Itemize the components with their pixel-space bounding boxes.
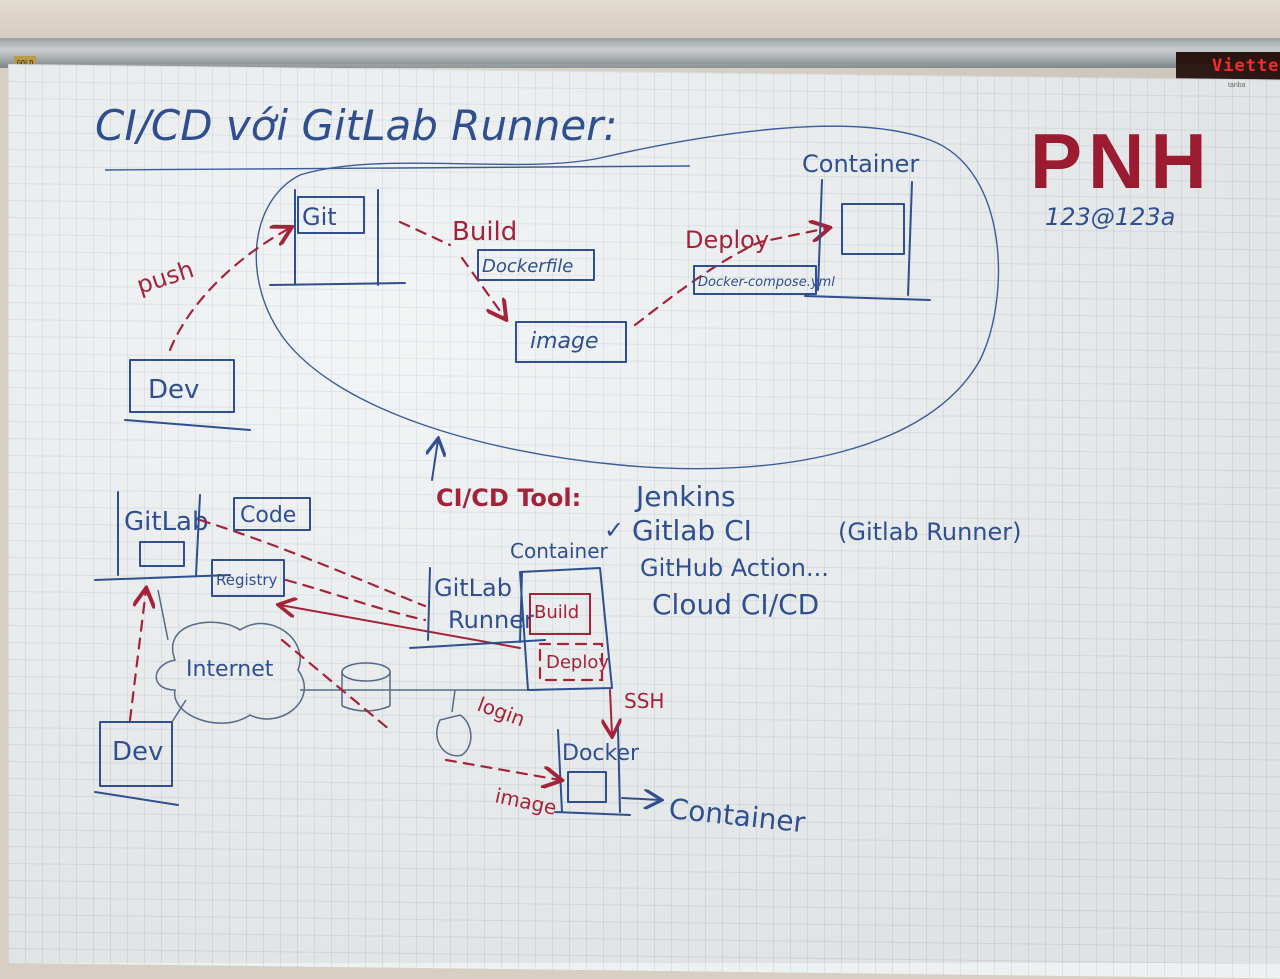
pipeline-boundary: [255, 125, 1000, 470]
deploy-label-top: Deploy: [685, 226, 769, 254]
board-brand-label: tanba: [1228, 82, 1246, 89]
runner-label-1: GitLab: [434, 574, 512, 602]
runner-container: [519, 567, 613, 691]
mouse-device: [436, 714, 472, 757]
gitlab-screen-icon: [139, 541, 185, 567]
docker-screen-icon: [567, 771, 607, 803]
docker-label: Docker: [562, 741, 640, 766]
build-label-bottom: Build: [534, 602, 579, 623]
container-server: [804, 179, 931, 301]
push-arrow: [168, 228, 290, 352]
container-inner-box: [841, 203, 905, 255]
registry-label: Registry: [216, 571, 278, 589]
tool-cloud-cicd: Cloud CI/CD: [652, 588, 819, 621]
registry-box: [211, 559, 285, 597]
deploy-label-bottom: Deploy: [546, 652, 609, 673]
gitlab-runner-link: [198, 518, 427, 608]
runner-to-registry-arrow: [280, 605, 521, 649]
push-label: push: [133, 255, 197, 300]
pnh-logo: PNH: [1030, 117, 1213, 205]
device-link: [451, 689, 456, 713]
internet-label: Internet: [186, 657, 274, 682]
git-server: [269, 189, 406, 286]
image-pull-arrow: [444, 758, 560, 780]
dev-box-bottom: [99, 721, 173, 787]
ssh-arrow: [610, 689, 612, 735]
git-label: Git: [302, 203, 337, 231]
tool-arrow: [432, 440, 438, 481]
internet-links: [157, 589, 187, 723]
dockerfile-box: [477, 249, 595, 281]
dockerfile-label: Dockerfile: [482, 256, 573, 277]
build-label-top: Build: [452, 217, 517, 247]
code-box: [233, 497, 311, 531]
git-box: [297, 196, 365, 234]
dev-label-top: Dev: [148, 375, 199, 405]
runner-label-2: Runner: [448, 606, 534, 634]
gitlab-label: GitLab: [124, 507, 209, 537]
deploy-arrow: [633, 228, 828, 327]
image-label-bottom: image: [493, 783, 559, 819]
build-to-image-arrow: [460, 256, 505, 318]
docker-compose-label: Docker-compose.yml: [698, 275, 835, 290]
tool-check-mark: ✓: [604, 516, 624, 544]
container-label-top: Container: [802, 150, 919, 178]
registry-docker-link: [280, 638, 392, 732]
docker-compose-box: [693, 265, 817, 295]
ssh-label: SSH: [624, 689, 664, 713]
dev-label-bottom: Dev: [112, 737, 163, 767]
dev-base-bottom: [94, 791, 179, 806]
tool-jenkins: Jenkins: [634, 480, 736, 513]
dev-push-arrow-bottom: [128, 590, 146, 722]
dev-laptop-top: [129, 359, 235, 413]
container-label-mid: Container: [510, 539, 609, 563]
code-label: Code: [240, 503, 296, 528]
image-label-top: image: [530, 329, 599, 354]
password-note: 123@123a: [1045, 203, 1175, 231]
tool-gitlab-ci: Gitlab CI: [632, 514, 752, 547]
internet-cloud: [155, 621, 306, 724]
cicd-tool-heading: CI/CD Tool:: [436, 484, 581, 512]
dev-laptop-base-top: [124, 419, 251, 431]
gitlab-server: [94, 491, 231, 581]
container-out-arrow: [621, 798, 660, 800]
title-underline: [104, 165, 691, 171]
image-box: [515, 321, 627, 363]
container-out-label: Container: [667, 792, 807, 839]
db-top: [341, 662, 391, 682]
git-to-build-arrow: [398, 220, 452, 247]
board-title: CI/CD với GitLab Runner:: [95, 101, 618, 150]
tool-gitlab-runner-note: (Gitlab Runner): [838, 518, 1022, 546]
tool-github-action: GitHub Action...: [640, 554, 829, 582]
deploy-box-bottom: [538, 642, 604, 682]
registry-runner-link: [284, 578, 427, 622]
login-label: login: [474, 692, 528, 731]
whiteboard-frame: [0, 38, 1280, 68]
led-sign: Viette: [1176, 52, 1280, 80]
build-box-bottom: [529, 593, 591, 635]
